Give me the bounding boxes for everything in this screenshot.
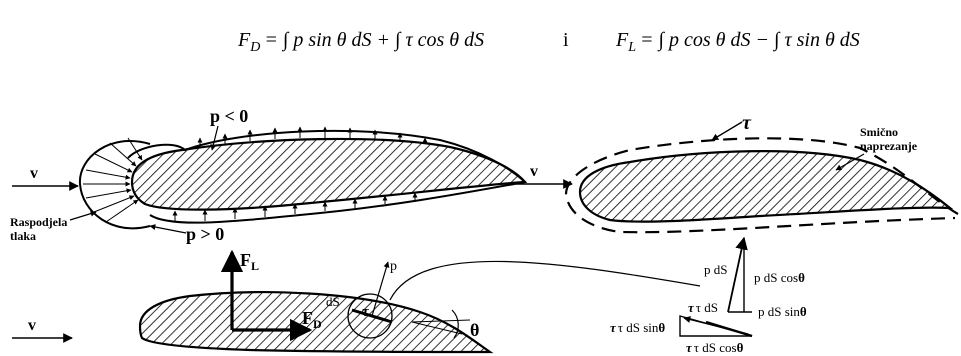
- shear-stress-panel: v τ Smično naprezanje: [516, 112, 959, 234]
- shear-stress-pointer: [835, 153, 865, 171]
- tau-ds-sin-text: τ dS sin: [618, 320, 659, 335]
- tau-ds-tau: τ: [688, 300, 695, 315]
- suction-arrows: [197, 126, 428, 148]
- element-tau-label: τ: [362, 304, 370, 320]
- positive-pressure-pointer: [149, 224, 187, 234]
- suction-envelope: [127, 129, 526, 183]
- positive-pressure-label: p > 0: [186, 224, 224, 244]
- shear-stress-label-line1: Smično: [860, 125, 898, 139]
- pressure-distribution-panel: v p < 0 p > 0 Raspodjela tlaka: [10, 106, 528, 244]
- airfoil-forces: [138, 291, 494, 354]
- element-pressure-label: p: [390, 259, 397, 274]
- drag-subscript: D: [249, 40, 260, 55]
- drag-force-main: F: [302, 308, 313, 328]
- tau-ds-cos-theta: θ: [737, 340, 744, 355]
- drag-rhs: = ∫ p sin θ dS + ∫ τ cos θ dS: [264, 29, 484, 52]
- p-ds-cos-label: p dS cosθ: [754, 270, 805, 285]
- airfoil-pressure: [130, 137, 528, 211]
- tau-ds-cos-text: τ dS cos: [694, 340, 737, 355]
- tau-ds-sin-theta: θ: [658, 320, 665, 335]
- pressure-distribution-label-line2: tlaka: [10, 229, 36, 243]
- element-ds-label: dS: [326, 294, 340, 309]
- forces-panel: v FL FD p dS τ θ: [12, 249, 701, 354]
- pressure-envelope: [149, 181, 526, 224]
- p-ds-sin-theta: θ: [800, 304, 807, 319]
- velocity-label-1: v: [30, 165, 38, 182]
- lift-subscript: L: [627, 40, 636, 55]
- equation-row: FD= ∫ p sin θ dS + ∫ τ cos θ dS i FL= ∫ …: [237, 29, 860, 55]
- angle-reference-line: [411, 319, 471, 323]
- element-pressure-arrow: [371, 261, 390, 317]
- p-ds-sin-text: p dS sin: [758, 304, 800, 319]
- tau-ds-cos-tau: τ: [686, 340, 693, 355]
- negative-pressure-label: p < 0: [210, 106, 248, 126]
- airfoil-shear: [578, 150, 954, 223]
- lift-force-sub: L: [251, 259, 259, 273]
- p-ds-cos-text: p dS cos: [754, 270, 798, 285]
- lift-lhs: F: [615, 29, 629, 51]
- leading-edge-distribution: [78, 139, 151, 230]
- drag-force-sub: D: [313, 317, 322, 331]
- tau-ds-sin-tau: τ: [610, 320, 617, 335]
- p-ds-label: p dS: [704, 262, 727, 277]
- leading-edge-arrows: [83, 137, 143, 223]
- lift-equation: FL = ∫ p cos θ dS − ∫ τ sin θ dS: [615, 29, 860, 55]
- drag-force-label: FD: [302, 308, 322, 331]
- angle-theta-label: θ: [470, 320, 479, 340]
- velocity-label-2: v: [530, 163, 538, 180]
- shear-tau-pointer: [711, 121, 743, 141]
- velocity-label-3: v: [28, 317, 36, 334]
- tau-ds-vector: [683, 316, 749, 335]
- angle-arc: [451, 309, 459, 339]
- pressure-distribution-label-line1: Raspodjela: [10, 215, 67, 229]
- angle-incline-line: [411, 321, 463, 335]
- tau-ds-text: τ dS: [696, 300, 718, 315]
- drag-lhs: F: [237, 29, 251, 51]
- lift-force-main: F: [240, 250, 251, 270]
- pressure-arrows: [172, 192, 418, 222]
- surface-element-magnifier: [347, 293, 393, 339]
- lift-force-label: FL: [240, 250, 259, 273]
- p-ds-vector: [727, 236, 748, 313]
- p-ds-cos-theta: θ: [798, 270, 805, 285]
- shear-boundary-dashed: [564, 137, 959, 234]
- drag-equation: FD = ∫ p sin θ dS + ∫ τ cos θ dS: [237, 29, 484, 55]
- lift-rhs: = ∫ p cos θ dS − ∫ τ sin θ dS: [640, 29, 860, 52]
- magnifier-connector: [389, 260, 701, 301]
- equation-connector: i: [563, 29, 569, 51]
- negative-pressure-pointer: [210, 125, 219, 151]
- p-ds-sin-label: p dS sinθ: [758, 304, 807, 319]
- pressure-distribution-pointer: [69, 210, 97, 221]
- shear-tau-label: τ: [742, 112, 752, 134]
- shear-stress-label-line2: naprezanje: [860, 139, 918, 153]
